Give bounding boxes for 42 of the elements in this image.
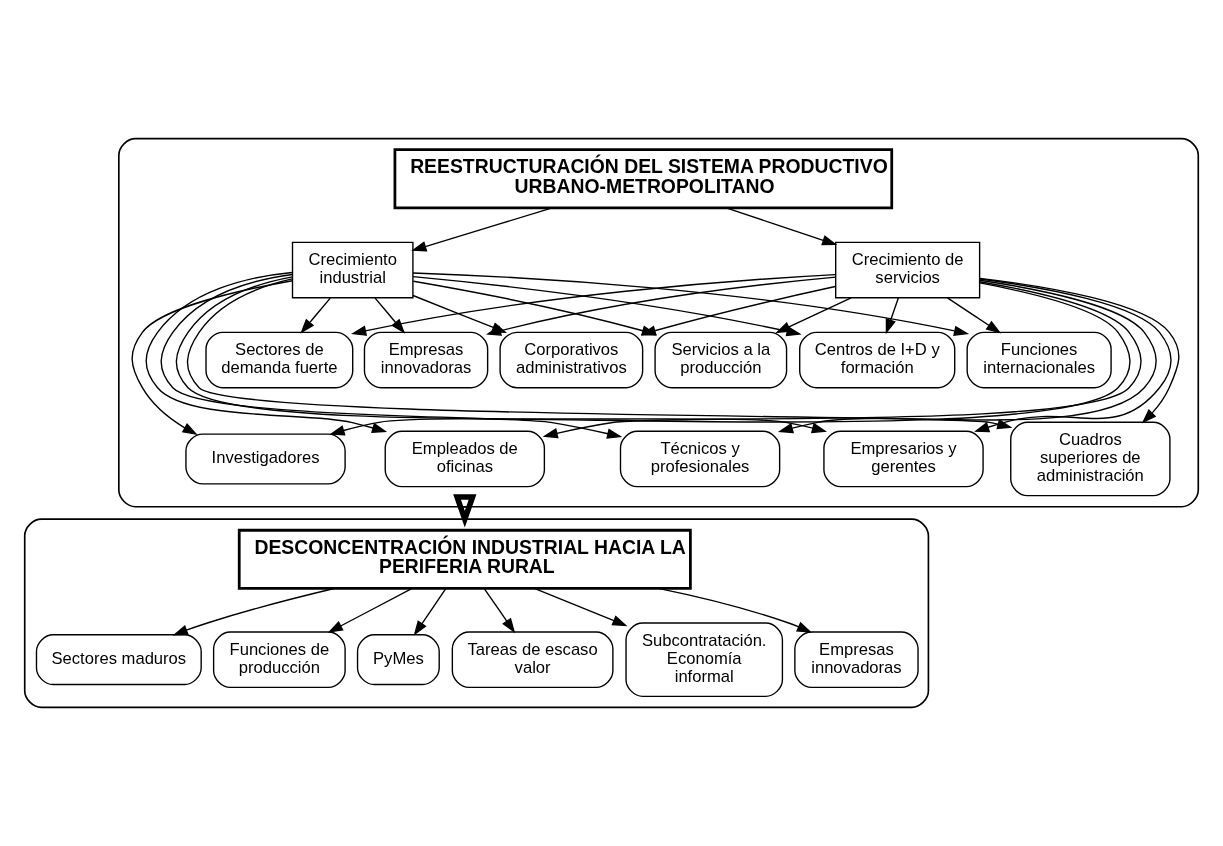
node-box: Funciones internacionales — [966, 331, 1112, 389]
arrow — [885, 297, 900, 335]
node-box: Empresas innovadoras — [363, 331, 489, 389]
arrow — [172, 587, 335, 636]
arrow — [775, 297, 852, 334]
node-box: Corporativos administrativos — [499, 331, 644, 389]
node-box: Tareas de escaso valor — [451, 631, 614, 689]
node-box: Funciones de producción — [212, 631, 346, 689]
arrow — [777, 279, 1157, 434]
arrow — [131, 280, 293, 436]
arrow — [453, 494, 477, 528]
node-box: Sectores maduros — [35, 634, 202, 686]
arrow — [145, 271, 388, 433]
arrow — [413, 587, 447, 636]
node-box: Crecimiento de servicios — [835, 241, 981, 299]
arrow — [411, 207, 553, 252]
arrow — [160, 273, 623, 439]
arrow — [329, 282, 1131, 436]
arrow — [542, 281, 1142, 439]
node-box: Centros de I+D y formación — [799, 331, 956, 389]
arrow — [175, 276, 828, 434]
arrow — [327, 587, 413, 633]
arrow — [533, 587, 628, 627]
node-box: REESTRUCTURACIÓN DEL SISTEMA PRODUCTIVO URBANO-METROPOLITANO — [393, 148, 894, 210]
node-box: Investigadores — [185, 433, 346, 485]
node-box: Técnicos y profesionales — [619, 430, 781, 488]
arrow — [483, 587, 516, 634]
node-box: Crecimiento industrial — [291, 241, 414, 299]
node-box: Empresas innovadoras — [794, 631, 919, 689]
arrow — [946, 297, 1002, 334]
arrow — [300, 297, 331, 334]
arrow — [725, 207, 838, 246]
node-box: DESCONCENTRACIÓN INDUSTRIAL HACIA LA PERIFERIA RURAL — [237, 528, 692, 590]
node-box: Servicios a la producción — [654, 331, 788, 389]
node-box: Cuadros superiores de administración — [1010, 421, 1171, 497]
arrow — [657, 587, 813, 633]
node-box: Empleados de oficinas — [384, 430, 546, 488]
node-box: Subcontratación. Economía informal — [625, 622, 784, 697]
node-box: Sectores de demanda fuerte — [205, 331, 354, 389]
cluster — [23, 518, 930, 709]
node-box: PyMes — [356, 634, 440, 686]
node-box: Empresarios y gerentes — [823, 430, 984, 488]
